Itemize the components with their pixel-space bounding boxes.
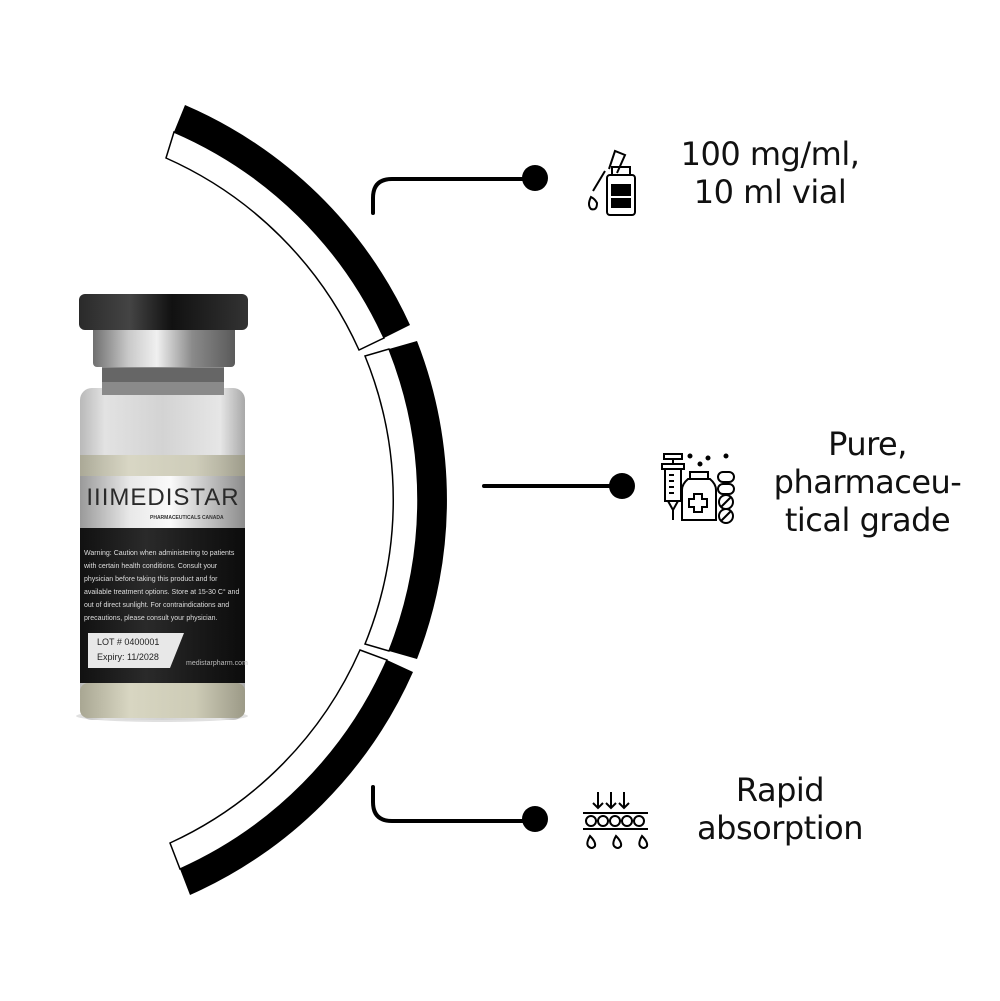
arc-segment-bottom (169, 649, 413, 895)
connector-dot-middle (609, 473, 635, 499)
connector-dot-bottom (522, 806, 548, 832)
syringe-medicine-pills-icon (661, 453, 735, 524)
arc-segment-middle (363, 341, 447, 659)
vial-brand: IIIMEDISTAR (86, 484, 240, 511)
vial-brand-subtitle: PHARMACEUTICALS CANADA (150, 515, 224, 521)
arc-segment-top (165, 105, 410, 352)
feature-absorption-text: Rapid absorption (697, 771, 863, 847)
vial-expiry: Expiry: 11/2028 (97, 652, 159, 662)
feature-grade-text: Pure, pharmaceu- tical grade (773, 425, 962, 539)
vial-lot: LOT # 0400001 (97, 637, 160, 647)
vial-website: medistarpharm.com (186, 660, 248, 667)
connector-dot-top (522, 165, 548, 191)
product-vial (76, 294, 248, 722)
dropper-bottle-icon (588, 149, 636, 216)
feature-dosage-text: 100 mg/ml, 10 ml vial (680, 135, 860, 211)
vial-warning-text: Warning: Caution when administering to p… (84, 550, 240, 622)
absorption-icon (583, 792, 649, 849)
connector-bottom (371, 785, 532, 823)
connector-top (371, 177, 532, 215)
